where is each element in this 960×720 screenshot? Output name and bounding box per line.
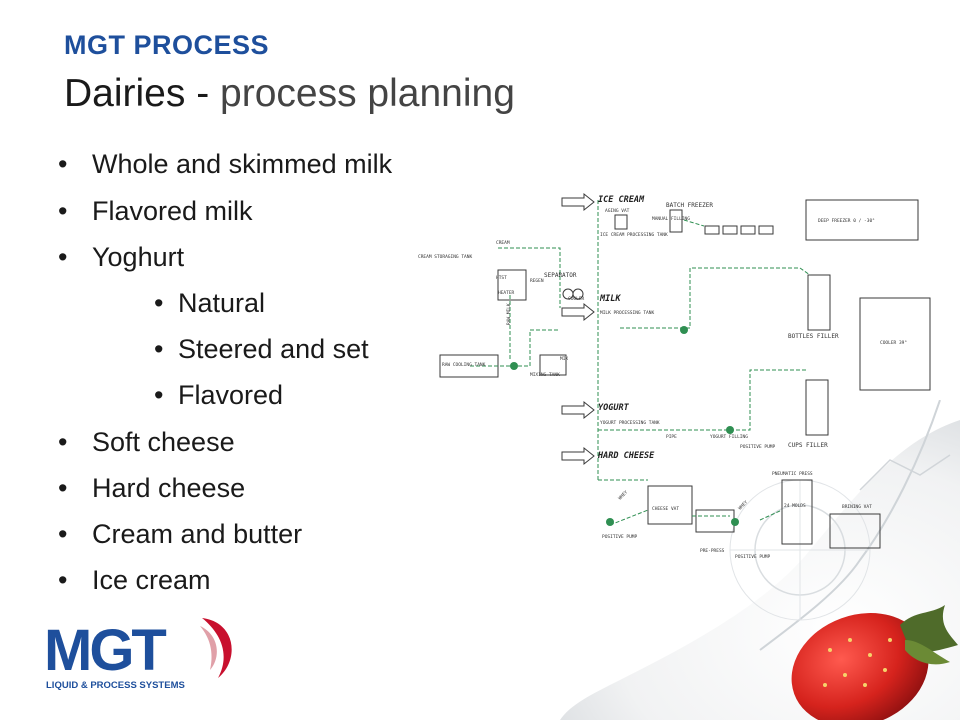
svg-text:CUPS FILLER: CUPS FILLER [788, 442, 828, 449]
svg-text:HEATER: HEATER [498, 290, 515, 296]
svg-text:PNEUMATIC PRESS: PNEUMATIC PRESS [772, 471, 813, 477]
section-hard-cheese: HARD CHEESE [597, 451, 655, 461]
svg-text:COOLER 39°: COOLER 39° [880, 340, 907, 346]
bullet-item: •Flavored milk [58, 196, 253, 226]
svg-text:WHEY: WHEY [617, 489, 629, 501]
title-subtitle: process planning [220, 72, 515, 115]
bullet-item: •Cream and butter [58, 519, 303, 549]
svg-text:REGEN: REGEN [530, 278, 544, 284]
svg-text:YOGURT PROCESSING TANK: YOGURT PROCESSING TANK [600, 420, 660, 426]
svg-text:MIXING TANK: MIXING TANK [530, 372, 560, 378]
svg-text:CREAM STORAGING TANK: CREAM STORAGING TANK [418, 254, 472, 260]
svg-text:POSITIVE PUMP: POSITIVE PUMP [735, 554, 771, 560]
section-yogurt: YOGURT [598, 403, 630, 413]
bullet-item: •Ice cream [58, 565, 211, 595]
svg-text:PIPE: PIPE [666, 434, 677, 440]
svg-text:MILK PROCESSING TANK: MILK PROCESSING TANK [600, 310, 654, 316]
svg-text:24 MOLDS: 24 MOLDS [784, 503, 806, 509]
svg-text:HTST: HTST [496, 275, 507, 281]
svg-text:MIX: MIX [560, 356, 568, 362]
logo-swoosh-icon [200, 618, 232, 678]
section-ice-cream: ICE CREAM [598, 195, 645, 205]
svg-text:CREAM: CREAM [496, 240, 510, 246]
svg-text:BRINING VAT: BRINING VAT [842, 504, 872, 510]
svg-text:BATCH FREEZER: BATCH FREEZER [666, 202, 713, 209]
svg-text:CHEESE VAT: CHEESE VAT [652, 506, 679, 512]
process-flow-diagram: ICE CREAM MILK YOGURT HARD CHEESE AGING … [418, 192, 931, 560]
svg-text:DEEP FREEZER 0 / -30°: DEEP FREEZER 0 / -30° [818, 218, 875, 224]
svg-text:PRE-PRESS: PRE-PRESS [700, 548, 725, 554]
svg-text:POSITIVE PUMP: POSITIVE PUMP [602, 534, 638, 540]
logo-wordmark: MGT [44, 618, 166, 683]
bullet-item: •Soft cheese [58, 427, 235, 457]
svg-text:RAW COOLING TANK: RAW COOLING TANK [442, 362, 486, 368]
brand-wordmark: MGT PROCESS [64, 30, 270, 60]
sub-bullet-item: •Natural [154, 288, 266, 318]
bullet-item: •Yoghurt [58, 242, 185, 272]
svg-text:RAW MILK: RAW MILK [506, 303, 512, 325]
title-main: Dairies - [64, 72, 221, 115]
mgt-logo: MGT LIQUID & PROCESS SYSTEMS [44, 618, 232, 691]
bullet-item: •Whole and skimmed milk [58, 149, 393, 179]
svg-text:AGING VAT: AGING VAT [605, 208, 630, 214]
svg-text:POSITIVE PUMP: POSITIVE PUMP [740, 444, 776, 450]
svg-text:SEPARATOR: SEPARATOR [544, 272, 577, 279]
slide-title: Dairies - process planning [64, 72, 515, 116]
svg-text:WHEY: WHEY [737, 499, 749, 511]
sub-bullet-item: •Steered and set [154, 334, 369, 364]
svg-text:MANUAL FILLING: MANUAL FILLING [652, 216, 690, 222]
milk-splash-image [560, 400, 960, 720]
bullet-item: •Hard cheese [58, 473, 246, 503]
svg-text:COOLER: COOLER [568, 296, 585, 302]
section-milk: MILK [599, 294, 621, 304]
svg-text:ICE CREAM PROCESSING TANK: ICE CREAM PROCESSING TANK [600, 232, 668, 238]
sub-bullet-item: •Flavored [154, 380, 284, 410]
svg-text:YOGURT FILLING: YOGURT FILLING [710, 434, 748, 440]
svg-text:BOTTLES FILLER: BOTTLES FILLER [788, 333, 839, 340]
logo-tagline: LIQUID & PROCESS SYSTEMS [46, 680, 185, 691]
